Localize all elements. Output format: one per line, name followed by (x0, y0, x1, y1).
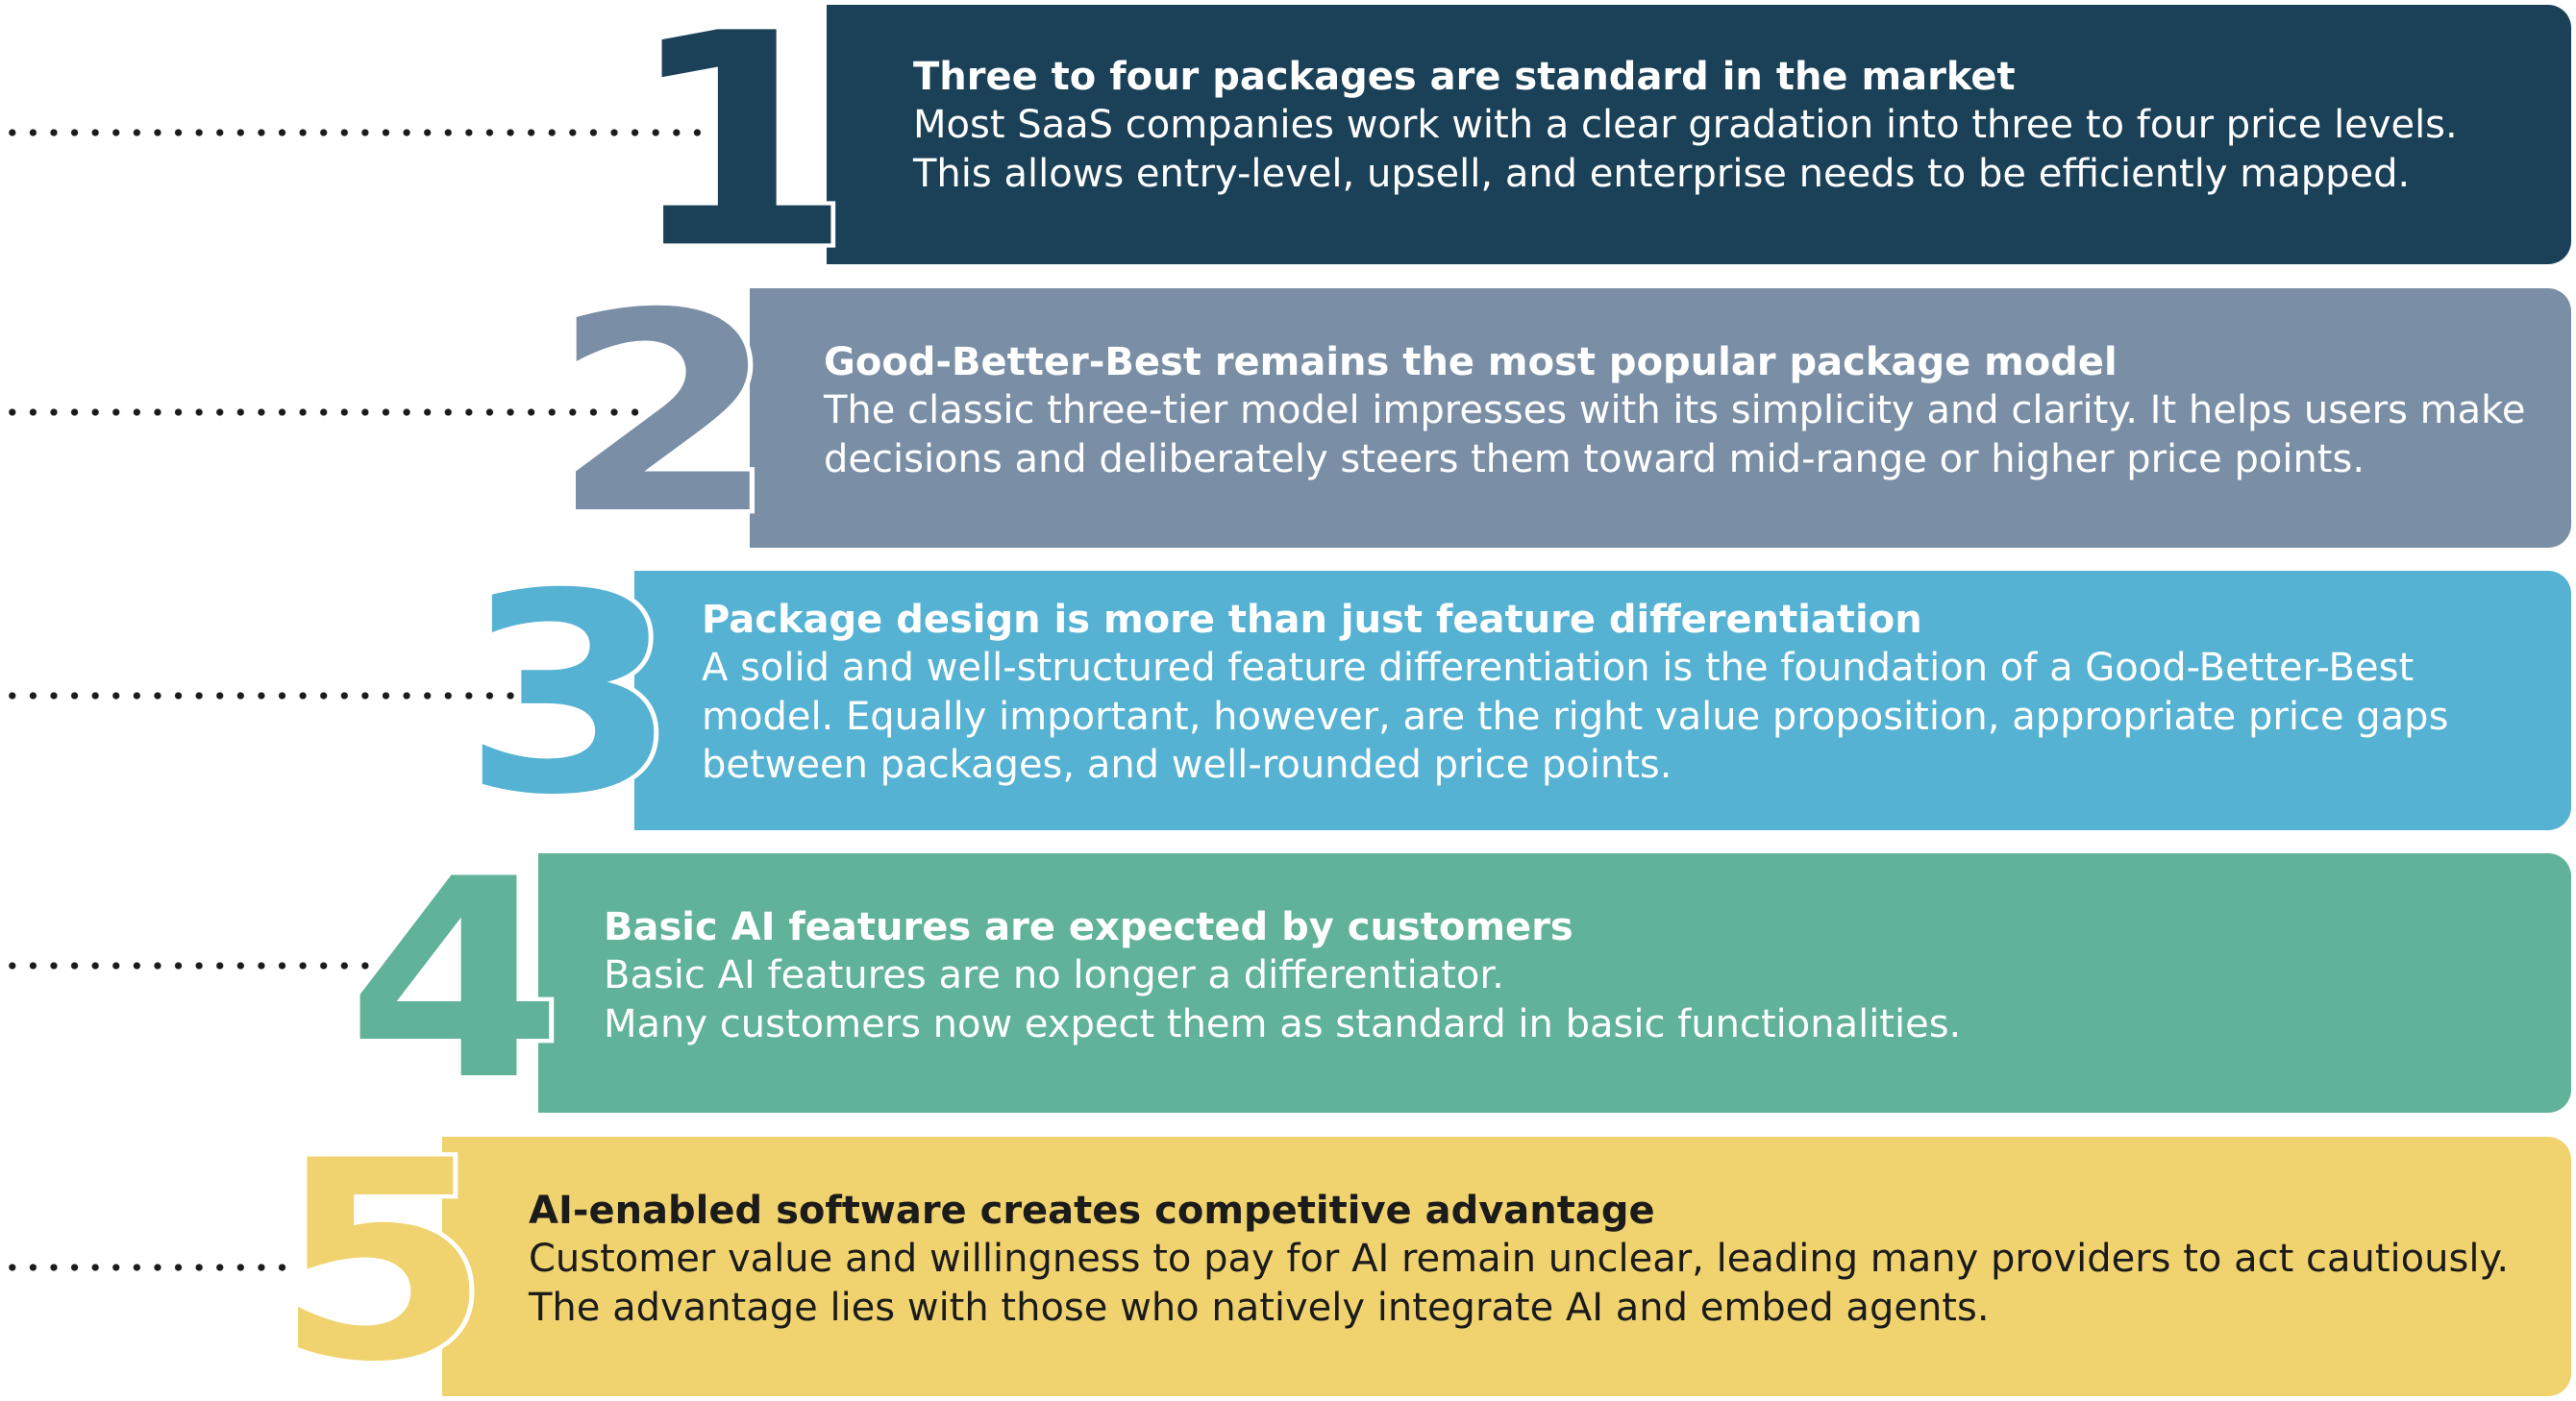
step-5-description-line: The advantage lies with those who native… (529, 1285, 1990, 1330)
step-2-description-line: The classic three-tier model impresses w… (824, 388, 2526, 432)
step-5-description: Customer value and willingness to pay fo… (529, 1235, 2509, 1332)
step-2-title: Good-Better-Best remains the most popula… (824, 340, 2118, 384)
step-1-numeral: 1 (620, 0, 857, 313)
step-5-title: AI-enabled software creates competitive … (529, 1189, 1655, 1233)
dotted-leader-1 (0, 129, 711, 136)
step-2-description-line: decisions and deliberately steers them t… (824, 436, 2365, 481)
step-5-numeral: 5 (269, 1101, 496, 1401)
dotted-leader-5 (0, 1264, 288, 1271)
step-3-text: Package design is more than just feature… (702, 596, 2448, 790)
step-4-description: Basic AI features are no longer a differ… (604, 951, 1961, 1048)
step-1-title: Three to four packages are standard in t… (913, 55, 2016, 99)
dotted-leader-3 (0, 692, 538, 700)
step-3-numeral: 3 (457, 534, 683, 855)
step-4-text: Basic AI features are expected by custom… (604, 903, 1961, 1048)
step-4-band (538, 853, 2571, 1113)
step-4-numeral: 4 (341, 820, 568, 1141)
step-4-description-line: Basic AI features are no longer a differ… (604, 953, 1504, 997)
dotted-leader-4 (0, 962, 394, 970)
step-1-band (827, 5, 2571, 264)
step-5-description-line: Customer value and willingness to pay fo… (529, 1237, 2510, 1281)
step-1-text: Three to four packages are standard in t… (913, 53, 2458, 198)
step-1-description: Most SaaS companies work with a clear gr… (913, 101, 2458, 198)
step-3-description: A solid and well-structured feature diff… (702, 644, 2448, 790)
step-1-description-line: Most SaaS companies work with a clear gr… (913, 103, 2458, 147)
step-2-description: The classic three-tier model impresses w… (824, 386, 2526, 483)
step-4-title: Basic AI features are expected by custom… (604, 905, 1573, 949)
step-3-description-line: A solid and well-structured feature diff… (702, 646, 2415, 690)
step-2-numeral: 2 (545, 254, 783, 575)
dotted-leader-2 (0, 408, 649, 416)
step-1-description-line: This allows entry-level, upsell, and ent… (913, 151, 2411, 196)
step-2-text: Good-Better-Best remains the most popula… (824, 338, 2526, 483)
step-4-description-line: Many customers now expect them as standa… (604, 1001, 1962, 1046)
step-3-title: Package design is more than just feature… (702, 598, 1922, 642)
step-2-band (750, 288, 2571, 548)
step-5-text: AI-enabled software creates competitive … (529, 1187, 2509, 1332)
step-3-band (634, 571, 2571, 830)
step-3-description-line: model. Equally important, however, are t… (702, 694, 2449, 739)
step-3-description-line: between packages, and well-rounded price… (702, 743, 1672, 787)
step-5-band (442, 1137, 2571, 1396)
